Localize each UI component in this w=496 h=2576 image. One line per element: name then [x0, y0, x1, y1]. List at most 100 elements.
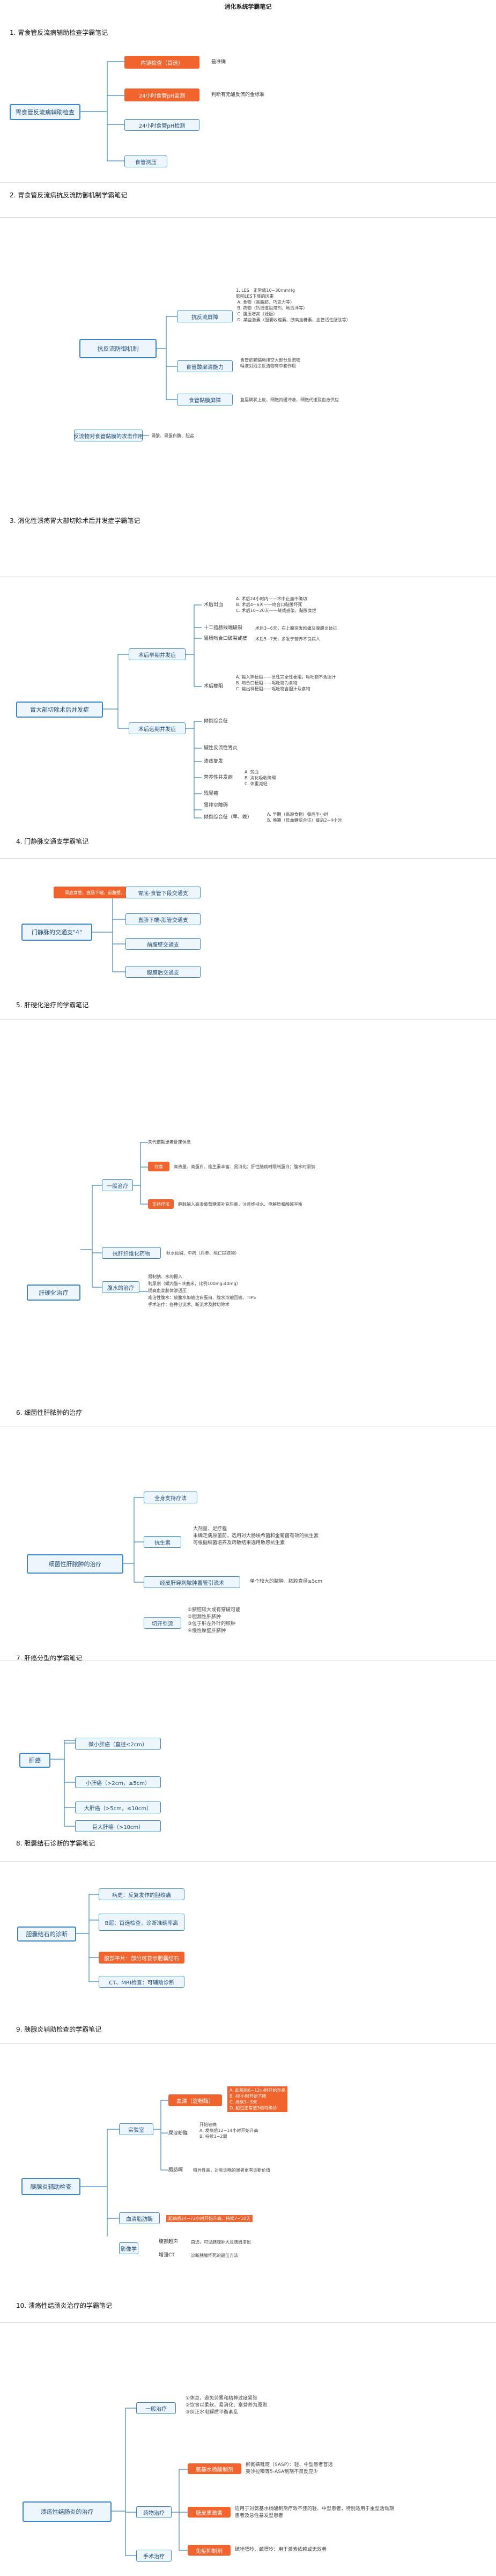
m6-antibiotic-note: 大剂量、足疗程 未确定病原菌前，选用对大肠埃希菌和金葡菌有效的抗生素 可根据细菌…	[193, 1526, 319, 1546]
m3-late-dumping-2: 倾倒综合征（早、晚）	[204, 815, 253, 820]
m9-branch-serum-lipase: 血清脂肪酶	[119, 2212, 160, 2224]
divider	[0, 1861, 496, 1862]
section-1-heading: 1. 胃食管反流病辅助检查学霸笔记	[10, 29, 108, 36]
m2-reflux-attack: 反流物对食管黏膜的攻击作用	[73, 430, 143, 441]
m2-note-barrier: 1. LES 正常值10~30mmHg 影响LES下降的因素 A. 食物（高脂肪…	[236, 288, 351, 322]
m6-branch-incision: 切开引流	[144, 1617, 181, 1629]
m9-imaging-us: 腹部超声	[159, 2239, 179, 2245]
m5-antifibrosis-note: 秋水仙碱、中药（丹参、桃仁提取物）	[166, 1251, 239, 1256]
m9-imaging-ct: 增强CT	[159, 2253, 175, 2258]
m10-drug-immuno: 免疫抑制剂	[188, 2545, 231, 2556]
m4-branch-1: 胃底-食管下段交通支	[125, 887, 201, 898]
divider	[0, 217, 496, 218]
m2-branch-mucosa: 食管黏膜屏障	[177, 394, 233, 405]
m5-ascites-5: 手术治疗：各种分流术、断流术及脾切除术	[148, 1302, 230, 1307]
m8-branch-ct: CT、MRI检查：可辅助诊断	[99, 1976, 184, 1988]
m5-general-diet: 饮食	[148, 1162, 169, 1171]
divider	[0, 1019, 496, 1020]
m3-late-dumping-2-note: A. 早期（高渗食物）餐后半小时 B. 晚期（低血糖综合征）餐后2~4小时	[267, 812, 342, 823]
m3-early-obstruction-note: A. 输入袢梗阻——急性完全性梗阻，呕吐物不含胆汁 B. 吻合口梗阻——呕吐物为…	[236, 675, 336, 691]
m10-branch-surgery: 手术治疗	[136, 2550, 172, 2562]
m5-ascites-3: 提高血浆胶体渗透压	[148, 1288, 187, 1293]
m7-branch-small: 小肝癌（>2cm，≤5cm）	[75, 1776, 161, 1788]
m9-serum-lipase-note: 起病后24~72小时开始升高，持续7~10天	[166, 2215, 253, 2222]
section-7-heading: 7. 肝癌分型的学霸笔记	[16, 1655, 83, 1662]
section-4-heading: 4. 门静脉交通支学霸笔记	[16, 838, 89, 845]
m5-ascites-2: 利尿剂（螺内酯+呋塞米，比例100mg:40mg）	[148, 1281, 241, 1286]
m5-branch-general: 一般治疗	[102, 1179, 133, 1191]
m9-lab-serum-note: A. 起病后6~12小时开始升高 B. 48小时开始下降 C. 持续3~5天 D…	[227, 2086, 288, 2112]
m3-branch-early: 术后早期并发症	[129, 648, 186, 660]
m5-ascites-1: 限制钠、水的摄入	[148, 1274, 182, 1279]
m3-late-nutrition-note: A. 贫血 B. 消化吸收障碍 C. 体重减轻	[245, 770, 276, 786]
m5-general-diet-note: 高热量、高蛋白、维生素丰富、易消化；肝性脑病时限制蛋白；腹水时限钠	[174, 1164, 315, 1169]
m6-drainage-note: 单个较大的脓肿，脓腔直径≥5cm	[250, 1579, 322, 1584]
m6-branch-support: 全身支持疗法	[144, 1492, 197, 1503]
m1-note-endoscopy: 最准确	[211, 60, 226, 65]
m3-early-duodenal: 十二指肠残端破裂	[204, 625, 243, 631]
m1-branch-ph-detect: 24小时食管pH检测	[124, 119, 199, 131]
page-title: 消化系统学霸笔记	[224, 3, 272, 10]
section-8-heading: 8. 胆囊结石诊断的学霸笔记	[16, 1840, 95, 1847]
m3-late-nutrition: 营养性并发症	[204, 775, 233, 780]
m10-drug-steroid-note: 适用于对氨基水杨酸制剂疗效不佳的轻、中型患者，特别适用于重型活动期患者及急性暴发…	[235, 2506, 395, 2519]
m3-early-obstruction: 术后梗阻	[204, 684, 224, 689]
m2-branch-barrier: 抗反流屏障	[177, 311, 233, 322]
m8-branch-ultrasound: B超：首选检查，诊断准确率高	[99, 1914, 184, 1931]
m5-branch-antifibrosis: 抗肝纤维化药物	[102, 1247, 161, 1259]
m3-early-bleeding-note: A. 术后24小时内——术中止血不确切 B. 术后4~6天——吻合口黏膜坏死 C…	[236, 596, 316, 613]
m3-early-anastomosis: 胃肠吻合口破裂或瘘	[204, 636, 248, 641]
m10-drug-asa-note: 柳氮磺吡啶（SASP）：轻、中型患者首选 美沙拉嗪等5-ASA制剂不良反应少	[246, 2462, 333, 2475]
m4-banner: 胃底食管、直肠下端、前腹壁、腹膜后	[54, 887, 149, 898]
m9-root: 胰腺炎辅助检查	[21, 2178, 80, 2195]
m6-branch-antibiotic: 抗生素	[144, 1536, 181, 1548]
m9-lab-urine-note: 开始较晚 A. 发病后12~14小时开始升高 B. 持续1~2周	[199, 2122, 258, 2139]
m1-branch-endoscopy: 内镜检查（首选）	[124, 56, 199, 69]
m9-lab-lipase: 脂肪酶	[168, 2167, 183, 2173]
m5-root: 肝硬化治疗	[27, 1285, 80, 1301]
m1-branch-ph: 24小时食管pH监测	[124, 88, 199, 101]
m2-reflux-note: 胃酸、胃蛋白酶、胆盐	[151, 433, 194, 438]
m5-general-rest: 失代偿期患者卧床休息	[148, 1140, 191, 1145]
m5-general-support: 支持疗法	[148, 1199, 174, 1209]
section-9-heading: 9. 胰腺炎辅助检查的学霸笔记	[16, 2026, 102, 2033]
m4-branch-2: 直肠下端-肛管交通支	[125, 913, 201, 925]
m10-drug-steroid: 糖皮质激素	[188, 2507, 231, 2518]
m6-root: 细菌性肝脓肿的治疗	[27, 1554, 123, 1574]
m5-branch-ascites: 腹水的治疗	[102, 1281, 139, 1293]
section-5-heading: 5. 肝硬化治疗的学霸笔记	[16, 1001, 89, 1009]
m8-branch-xray: 腹部平片：部分可显示胆囊结石	[99, 1952, 184, 1964]
divider	[0, 858, 496, 859]
m7-branch-micro: 微小肝癌（直径≤2cm）	[75, 1738, 161, 1750]
m2-note-mucosa: 复层鳞状上皮、细胞内缓冲液、细胞代谢及血液供应	[240, 397, 339, 402]
m9-lab-serum: 血清（淀粉酶）	[168, 2094, 222, 2106]
m1-note-ph: 判断有无酸反流的金标准	[211, 92, 265, 98]
m5-general-support-note: 静脉输入高渗葡萄糖液补充热量，注意维持水、电解质和酸碱平衡	[178, 1202, 302, 1207]
m6-incision-note: ①脓腔较大或有穿破可能 ②胆源性肝脓肿 ③位于肝左外叶的脓肿 ④慢性厚壁肝脓肿	[188, 1607, 241, 1634]
m1-root: 胃食管反流病辅助检查	[10, 104, 80, 120]
m3-root: 胃大部切除术后并发症	[16, 702, 103, 718]
m7-branch-large: 大肝癌（>5cm，≤10cm）	[75, 1802, 161, 1813]
m10-general-note: ①休息，避免劳累和精神过度紧张 ②饮食以柔软、易消化、富营养为原则 ③纠正水电解…	[186, 2396, 268, 2415]
m9-lab-urine: 尿淀粉酶	[168, 2131, 188, 2136]
m3-late-emptying: 胃排空障碍	[204, 803, 228, 808]
m5-ascites-4: 难治性腹水：放腹水加输注白蛋白、腹水浓缩回输、TIPS	[148, 1295, 256, 1300]
m1-branch-manometry: 食管测压	[124, 156, 167, 167]
m3-early-bleeding: 术后出血	[204, 602, 224, 608]
m6-branch-drainage: 经皮肝穿刺脓肿置管引流术	[144, 1576, 240, 1588]
m3-late-alkaline: 碱性反流性胃炎	[204, 746, 238, 751]
m3-late-recurrence: 溃疡复发	[204, 759, 224, 764]
m10-root: 溃疡性结肠炎的治疗	[23, 2501, 112, 2522]
m10-branch-general: 一般治疗	[136, 2402, 176, 2414]
m4-root: 门静脉的交通支"4"	[21, 924, 92, 941]
m3-branch-late: 术后远期并发症	[129, 722, 186, 734]
divider	[0, 2043, 496, 2044]
section-3-heading: 3. 消化性溃疡胃大部切除术后并发症学霸笔记	[10, 517, 140, 525]
m7-branch-huge: 巨大肝癌（>10cm）	[75, 1820, 161, 1832]
m10-drug-immuno-note: 硫唑嘌呤、巯嘌呤：用于激素依赖或无效者	[235, 2547, 327, 2552]
m9-imaging-ct-note: 诊断胰腺坏死的最佳方法	[191, 2253, 238, 2258]
m3-early-duodenal-note: 术后3~6天，右上腹突发剧痛及腹膜炎体征	[255, 626, 337, 631]
m9-branch-lab: 实验室	[119, 2123, 153, 2135]
m4-branch-3: 前腹壁交通支	[125, 938, 201, 950]
section-10-heading: 10. 溃疡性结肠炎治疗的学霸笔记	[16, 2302, 112, 2309]
